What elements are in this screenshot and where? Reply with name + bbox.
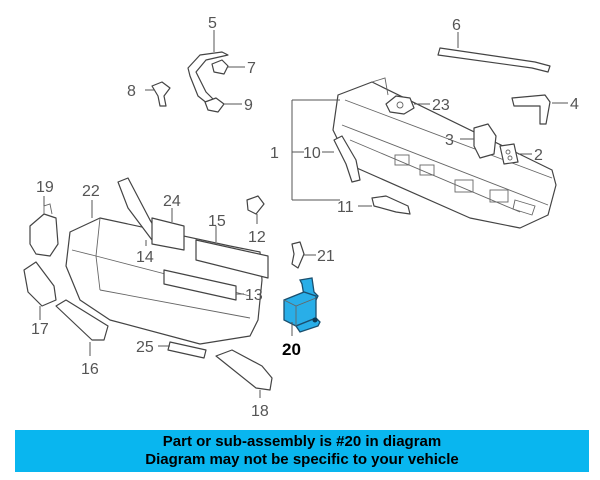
label-1: 1 — [270, 145, 279, 162]
label-23: 23 — [432, 97, 450, 114]
label-25: 25 — [136, 339, 154, 356]
bumper-reinforcement — [332, 77, 557, 229]
part-13-strip — [163, 269, 237, 301]
part-25-strip — [167, 341, 207, 359]
part-10-strip — [333, 135, 361, 183]
part-8-bolt — [151, 81, 171, 107]
part-16-strip — [55, 299, 109, 341]
label-3: 3 — [445, 132, 454, 149]
part-4-bracket — [511, 94, 551, 125]
part-7-clip — [211, 59, 229, 75]
label-7: 7 — [247, 60, 256, 77]
part-11-strip — [371, 195, 411, 215]
label-9: 9 — [244, 97, 253, 114]
label-20: 20 — [282, 340, 301, 359]
part-15-strip — [195, 239, 269, 279]
label-24: 24 — [163, 193, 181, 210]
label-21: 21 — [317, 248, 335, 265]
banner-line-1: Part or sub-assembly is #20 in diagram — [162, 433, 442, 450]
label-13: 13 — [245, 287, 263, 304]
part-3-bracket — [473, 123, 497, 159]
label-16: 16 — [81, 361, 99, 378]
label-14: 14 — [136, 249, 154, 266]
label-12: 12 — [248, 229, 266, 246]
label-11: 11 — [337, 199, 354, 216]
part-23-bracket — [385, 95, 415, 115]
part-21-clip — [291, 241, 305, 269]
part-5-rod — [187, 51, 229, 105]
info-banner: Part or sub-assembly is #20 in diagram D… — [15, 430, 589, 472]
label-18: 18 — [251, 403, 269, 420]
label-8: 8 — [127, 83, 136, 100]
part-9-clip — [204, 97, 225, 113]
label-2: 2 — [534, 147, 543, 164]
part-18-strip — [215, 349, 273, 391]
label-17: 17 — [31, 321, 49, 338]
label-6: 6 — [452, 17, 461, 34]
label-19: 19 — [36, 179, 54, 196]
banner-line-2: Diagram may not be specific to your vehi… — [145, 451, 459, 468]
label-15: 15 — [208, 213, 226, 230]
part-12-clip — [246, 195, 265, 215]
part-17-end-cap — [23, 261, 57, 307]
label-22: 22 — [82, 183, 100, 200]
parts-diagram: 6 5 7 8 9 23 4 3 2 1 10 11 21 12 — [23, 15, 579, 420]
label-4: 4 — [570, 96, 579, 113]
part-6-strip — [437, 47, 551, 73]
part-19-bracket — [29, 213, 59, 257]
part-24-plate-bracket — [151, 217, 185, 251]
part-20-bracket-highlighted — [283, 277, 321, 333]
label-10: 10 — [303, 145, 321, 162]
label-5: 5 — [208, 15, 217, 32]
